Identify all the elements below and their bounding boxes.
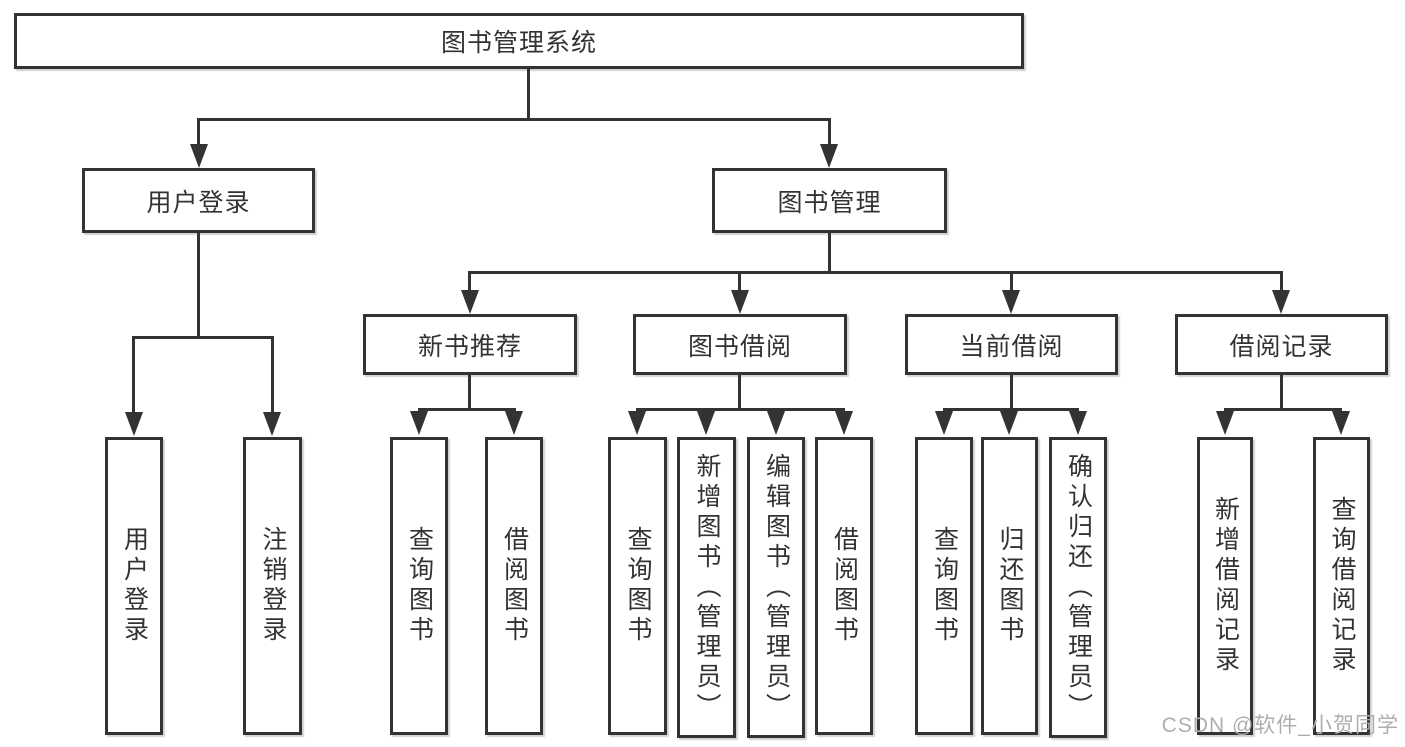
node-book-borrow: 图书借阅 [633,314,847,375]
connector-g3-bar [943,408,1079,411]
leaf-cb-confirm-return-admin: 确认归还（管理员） [1049,437,1107,738]
node-borrow-record-label: 借阅记录 [1229,332,1334,361]
leaf-nbr-query-book: 查询图书 [390,437,448,735]
connector-drop-current-borrow [1010,271,1013,292]
leaf-user-login: 用户登录 [105,437,163,735]
connector-g1-bar [418,408,516,411]
leaf-bb-borrow-book: 借阅图书 [815,437,873,735]
arrow-down-icon [1272,290,1290,314]
arrow-down-icon [190,144,208,168]
leaf-cb-query-book: 查询图书 [915,437,973,735]
arrow-down-icon [935,411,953,435]
connector-level2-bar [468,271,1282,274]
connector-g2-stem [738,375,741,411]
connector-user-login-stem [197,233,200,339]
connector-book-mgmt-stem [828,233,831,273]
arrow-down-icon [125,412,143,436]
leaf-bb-query-book: 查询图书 [608,437,667,735]
arrow-down-icon [1332,411,1350,435]
arrow-down-icon [820,144,838,168]
leaf-logout: 注销登录 [243,437,302,735]
node-root-system: 图书管理系统 [14,13,1024,69]
arrow-down-icon [461,290,479,314]
connector-root-stem [527,69,530,120]
connector-drop-user-login [197,118,200,145]
arrow-down-icon [731,290,749,314]
leaf-br-add-record: 新增借阅记录 [1197,437,1253,735]
arrow-down-icon [835,411,853,435]
arrow-down-icon [1216,411,1234,435]
connector-drop-borrow-record [1280,271,1283,292]
node-borrow-record: 借阅记录 [1175,314,1388,375]
leaf-bb-add-book-admin: 新增图书（管理员） [677,437,736,738]
leaf-cb-return-book: 归还图书 [981,437,1038,735]
connector-g1-stem [468,375,471,411]
leaf-bb-edit-book-admin: 编辑图书（管理员） [747,437,805,738]
arrow-down-icon [1069,411,1087,435]
node-user-login-label: 用户登录 [146,188,251,217]
leaf-nbr-borrow-book: 借阅图书 [485,437,543,735]
node-root-label: 图书管理系统 [440,29,597,57]
leaf-br-query-record: 查询借阅记录 [1313,437,1370,735]
arrow-down-icon [1002,290,1020,314]
connector-drop-leaf-user-login [132,336,135,413]
arrow-down-icon [263,412,281,436]
arrow-down-icon [628,411,646,435]
arrow-down-icon [767,411,785,435]
connector-drop-leaf-logout [271,336,274,413]
arrow-down-icon [697,411,715,435]
node-book-borrow-label: 图书借阅 [687,332,792,361]
node-book-mgmt: 图书管理 [712,168,947,233]
node-new-book-rec: 新书推荐 [363,314,577,375]
connector-g4-bar [1224,408,1342,411]
connector-g3-stem [1010,375,1013,411]
arrow-down-icon [1000,411,1018,435]
connector-g4-stem [1280,375,1283,411]
connector-g2-bar [636,408,845,411]
node-user-login: 用户登录 [82,168,315,233]
node-current-borrow-label: 当前借阅 [959,332,1064,361]
connector-user-login-bar [132,336,274,339]
node-new-book-rec-label: 新书推荐 [417,332,522,361]
connector-level1-bar [197,118,831,121]
node-current-borrow: 当前借阅 [905,314,1118,375]
connector-drop-new-book [468,271,471,292]
watermark: CSDN @软件_小贺同学 [1161,714,1399,737]
connector-drop-book-borrow [738,271,741,292]
arrow-down-icon [505,411,523,435]
arrow-down-icon [410,411,428,435]
connector-drop-book-mgmt [828,118,831,145]
node-book-mgmt-label: 图书管理 [777,188,882,217]
